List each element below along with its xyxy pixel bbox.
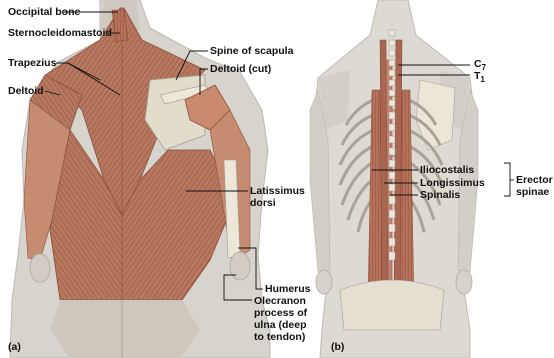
label-t1-subscript: 1: [480, 75, 484, 84]
label-deltoid-cut: Deltoid (cut): [210, 63, 271, 75]
panel-b-label: (b): [331, 341, 344, 353]
label-deltoid: Deltoid: [8, 85, 44, 97]
panel-a-gluteal: [50, 300, 200, 358]
label-spinalis: Spinalis: [420, 189, 460, 201]
label-t1: T1: [474, 70, 485, 83]
label-c7-letter: C: [474, 58, 482, 70]
panel-b-left-hand: [316, 270, 332, 294]
panel-a-left-hand: [30, 254, 50, 282]
label-sternocleidomastoid: Sternocleidomastoid: [8, 27, 112, 39]
label-longissimus: Longissimus: [420, 177, 485, 189]
label-trapezius: Trapezius: [8, 57, 56, 69]
label-occipital-bone: Occipital bone: [8, 6, 80, 18]
label-erector-spinae: Erector spinae: [516, 174, 553, 198]
label-spine-of-scapula: Spine of scapula: [210, 45, 293, 57]
label-iliocostalis: Iliocostalis: [420, 164, 474, 176]
panel-b-pelvis: [340, 280, 444, 330]
erector-bracket: [504, 163, 510, 196]
panel-b-right-hand: [456, 270, 472, 294]
label-humerus: Humerus: [265, 283, 311, 295]
label-latissimus-dorsi: Latissimus dorsi: [250, 185, 305, 209]
panel-a-right-hand: [230, 252, 250, 280]
panel-a-label: (a): [8, 341, 21, 353]
label-olecranon: Olecranon process of ulna (deep to tendo…: [254, 295, 307, 343]
